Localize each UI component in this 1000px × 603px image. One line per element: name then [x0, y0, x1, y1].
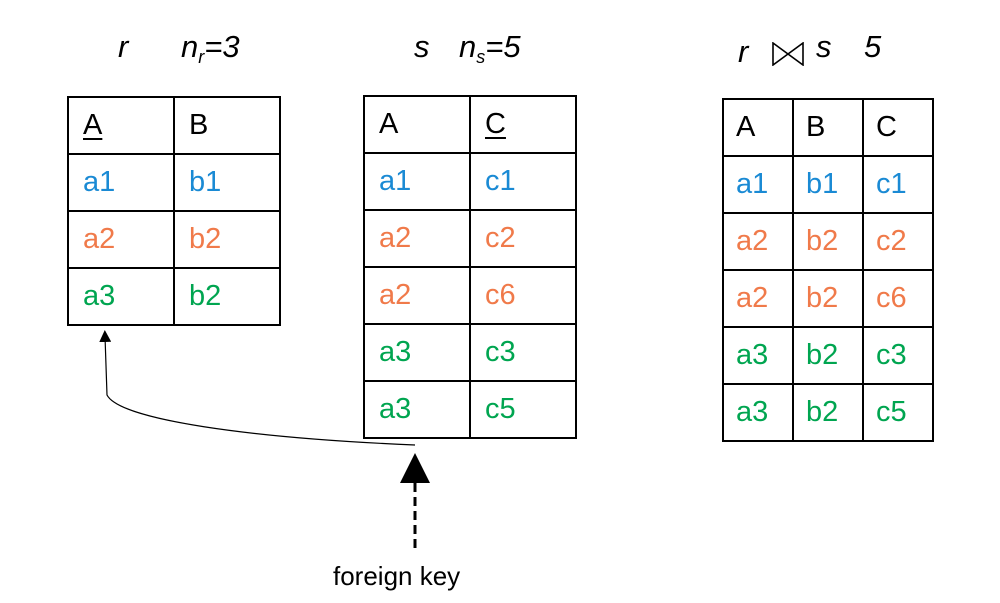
table-cell: c6	[862, 269, 934, 328]
join-left-name: r	[738, 34, 749, 69]
table-cell: b1	[792, 155, 864, 214]
relation-r-label: r	[118, 31, 128, 62]
column-header: B	[792, 98, 864, 157]
table-cell: a1	[363, 152, 471, 211]
table-cell: c2	[469, 209, 577, 268]
join-right-name: s	[816, 29, 832, 64]
table-cell: a2	[722, 212, 794, 271]
table-cell: b1	[173, 153, 281, 212]
table-cell: c1	[862, 155, 934, 214]
table-cell: c5	[862, 383, 934, 442]
table-cell: a3	[722, 383, 794, 442]
table-cell: b2	[792, 212, 864, 271]
column-header: B	[173, 96, 281, 155]
column-header: C	[469, 95, 577, 154]
table-cell: b2	[173, 210, 281, 269]
table-cell: c3	[862, 326, 934, 385]
table-cell: c6	[469, 266, 577, 325]
table-cell: b2	[792, 326, 864, 385]
table-cell: b2	[792, 383, 864, 442]
relation-r-count: nr=3	[181, 29, 240, 67]
table-cell: b2	[173, 267, 281, 326]
table-cell: a3	[363, 380, 471, 439]
table-cell: c5	[469, 380, 577, 439]
column-header: A	[67, 96, 175, 155]
table-cell: c3	[469, 323, 577, 382]
relation-r-name: r	[118, 29, 129, 64]
relation-s-count: ns=5	[459, 29, 521, 67]
table-cell: c1	[469, 152, 577, 211]
table-cell: a2	[363, 209, 471, 268]
table-cell: a1	[722, 155, 794, 214]
relation-s-label: s	[414, 31, 430, 62]
table-cell: a2	[722, 269, 794, 328]
table-cell: a3	[363, 323, 471, 382]
table-cell: c2	[862, 212, 934, 271]
table-cell: a1	[67, 153, 175, 212]
relation-s-name: s	[414, 29, 430, 64]
table-cell: a2	[363, 266, 471, 325]
fk-reference-arrow	[99, 330, 416, 446]
natural-join-icon	[772, 42, 804, 66]
column-header: C	[862, 98, 934, 157]
column-header: A	[722, 98, 794, 157]
foreign-key-label: foreign key	[333, 561, 461, 591]
join-count: 5	[864, 29, 882, 64]
table-cell: a2	[67, 210, 175, 269]
column-header: A	[363, 95, 471, 154]
table-cell: a3	[722, 326, 794, 385]
table-cell: a3	[67, 267, 175, 326]
table-cell: b2	[792, 269, 864, 328]
